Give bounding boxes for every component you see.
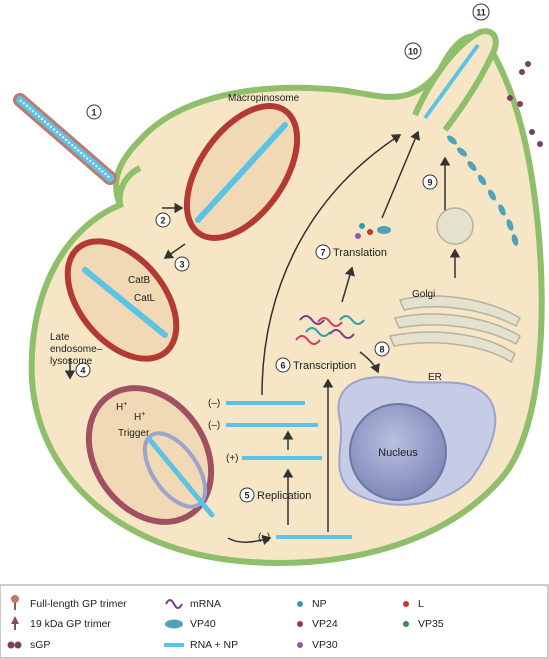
legend-l: L: [418, 598, 424, 610]
label-golgi: Golgi: [412, 289, 435, 300]
step-markers: 1 2 3 4 5 6 7 8 9 10 11: [75, 3, 490, 503]
svg-text:7: 7: [320, 248, 325, 258]
late-endosome: [64, 238, 180, 362]
label-translation: Translation: [333, 247, 387, 259]
legend-vp40: VP40: [190, 618, 216, 630]
legend: Full-length GP trimer 19 kDa GP trimer s…: [0, 584, 549, 659]
vp35-icon: [403, 621, 409, 627]
gp-full-icon: [11, 595, 19, 610]
gp-19-icon: [11, 616, 19, 630]
label-neg3: (–): [258, 532, 270, 543]
label-catl: CatL: [134, 293, 156, 304]
label-neg2: (–): [208, 420, 220, 431]
label-catb: CatB: [128, 275, 151, 286]
trigger-endosome: [85, 385, 215, 525]
svg-text:5: 5: [244, 491, 249, 501]
svg-text:11: 11: [476, 8, 486, 18]
svg-text:8: 8: [379, 345, 384, 355]
mrna-cluster: [295, 315, 365, 345]
svg-text:9: 9: [427, 178, 432, 188]
label-nucleus: Nucleus: [378, 447, 418, 459]
l-icon: [403, 601, 409, 607]
legend-mrna: mRNA: [190, 598, 221, 610]
legend-vp30: VP30: [312, 639, 338, 651]
nucleus: [349, 403, 447, 501]
vp40-icon: [165, 619, 183, 629]
svg-text:4: 4: [80, 366, 85, 376]
golgi: [388, 295, 521, 364]
svg-text:1: 1: [91, 108, 96, 118]
legend-vp24: VP24: [312, 618, 338, 630]
process-arrows: [64, 130, 461, 546]
label-er: ER: [428, 372, 442, 383]
label-pos: (+): [226, 453, 239, 464]
label-transcription: Transcription: [293, 360, 356, 372]
svg-text:2: 2: [160, 216, 165, 226]
legend-vp35: VP35: [418, 618, 444, 630]
svg-text:10: 10: [408, 47, 418, 57]
svg-text:6: 6: [280, 361, 285, 371]
label-neg1: (–): [208, 398, 220, 409]
translation-products: [355, 223, 391, 239]
label-trigger: Trigger: [118, 428, 150, 439]
svg-text:3: 3: [179, 260, 184, 270]
vp30-icon: [297, 642, 303, 648]
legend-sgp: sGP: [30, 639, 50, 651]
vp40-budding-group: [447, 135, 519, 246]
rna-strands: [226, 401, 352, 539]
label-endosome: endosome–: [50, 344, 103, 355]
released-particles: [507, 61, 543, 147]
sgp-icon: [7, 641, 22, 649]
macropinosome: [183, 103, 301, 241]
label-h2: H+: [134, 411, 145, 423]
label-macropinosome: Macropinosome: [228, 93, 300, 104]
label-lysosome: lysosome: [50, 356, 93, 367]
label-late: Late: [50, 332, 70, 343]
golgi-vesicle: [436, 207, 474, 245]
legend-gp-full: Full-length GP trimer: [30, 598, 127, 610]
np-icon: [297, 601, 303, 607]
legend-rna-np: RNA + NP: [190, 639, 238, 651]
label-h1: H+: [116, 401, 127, 413]
mrna-icon: [165, 599, 183, 609]
vp24-icon: [297, 621, 303, 627]
virion-1: [13, 93, 117, 185]
label-replication: Replication: [257, 490, 311, 502]
legend-np: NP: [312, 598, 327, 610]
legend-gp-19: 19 kDa GP trimer: [30, 618, 111, 630]
